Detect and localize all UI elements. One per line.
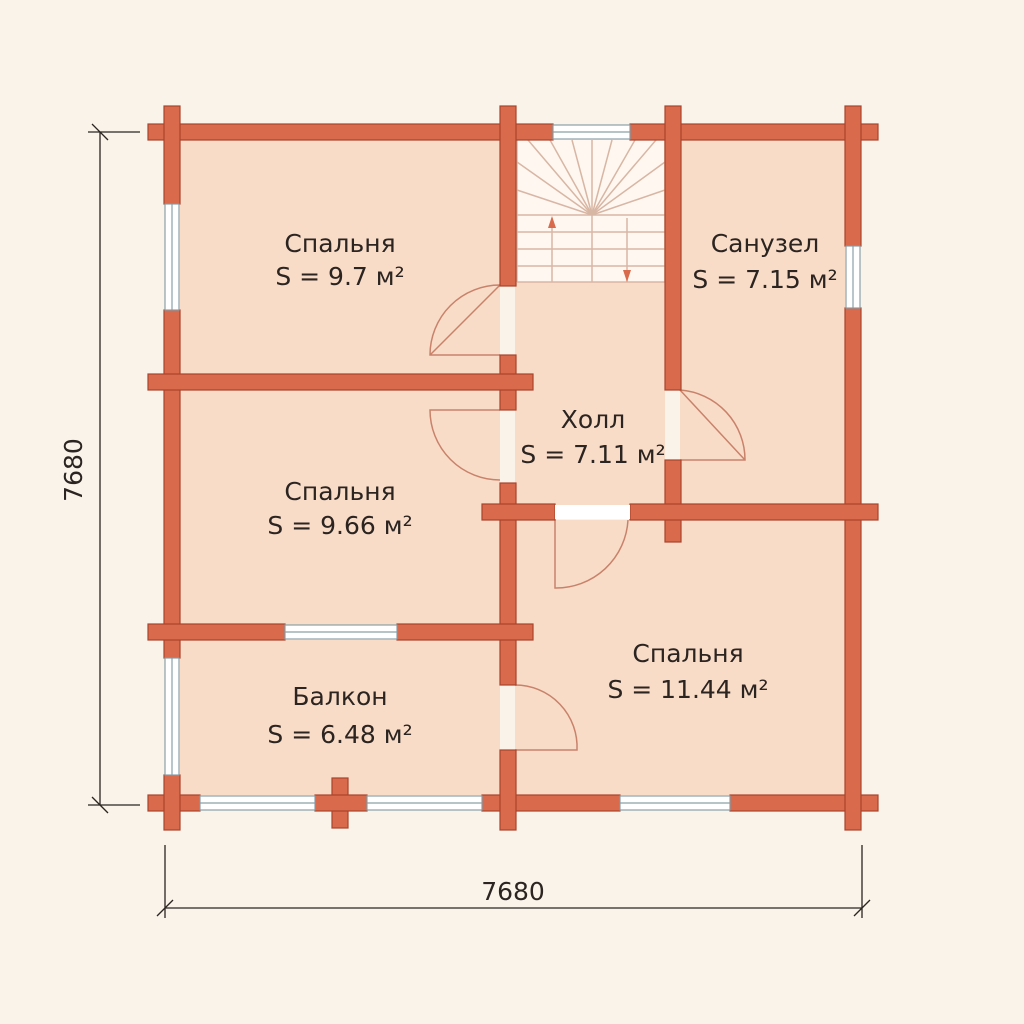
room-name-bedroom-bottom-right: Спальня (632, 639, 743, 668)
room-name-bedroom-middle-left: Спальня (284, 477, 395, 506)
dimension-lines (88, 123, 871, 918)
stair-arrow-up-icon (548, 216, 556, 228)
windows (164, 124, 861, 811)
floor-bedroom-bottom-right (515, 520, 845, 795)
room-area-bedroom-middle-left: S = 9.66 м² (267, 511, 412, 540)
room-area-bathroom: S = 7.15 м² (692, 265, 837, 294)
door-swing-bedroom-middle-left (429, 409, 501, 481)
height-dimension-label: 7680 (59, 438, 88, 502)
room-name-balcony: Балкон (292, 682, 387, 711)
floor-balcony (180, 640, 500, 795)
door-swing-balcony-to-bedroom (514, 684, 578, 751)
floor-bedroom-middle-left (180, 390, 500, 625)
floor-bedroom-top-left (180, 140, 500, 375)
room-area-bedroom-top-left: S = 9.7 м² (275, 262, 404, 291)
floor-bathroom (680, 140, 845, 505)
room-area-bedroom-bottom-right: S = 11.44 м² (607, 675, 768, 704)
width-dimension-label: 7680 (481, 877, 545, 906)
room-floors (180, 140, 845, 795)
stair-arrow-down-icon (623, 270, 631, 282)
door-swings (429, 284, 746, 751)
door-swing-bedroom-top-left (429, 284, 501, 356)
door-swing-bedroom-bottom-right (554, 519, 629, 589)
room-name-bathroom: Санузел (711, 229, 820, 258)
room-area-hall: S = 7.11 м² (520, 440, 665, 469)
room-area-balcony: S = 6.48 м² (267, 720, 412, 749)
room-name-hall: Холл (561, 405, 625, 434)
room-name-bedroom-top-left: Спальня (284, 229, 395, 258)
staircase (516, 139, 666, 283)
doorway-hall-opening (555, 505, 630, 519)
door-swing-bathroom (679, 389, 746, 461)
